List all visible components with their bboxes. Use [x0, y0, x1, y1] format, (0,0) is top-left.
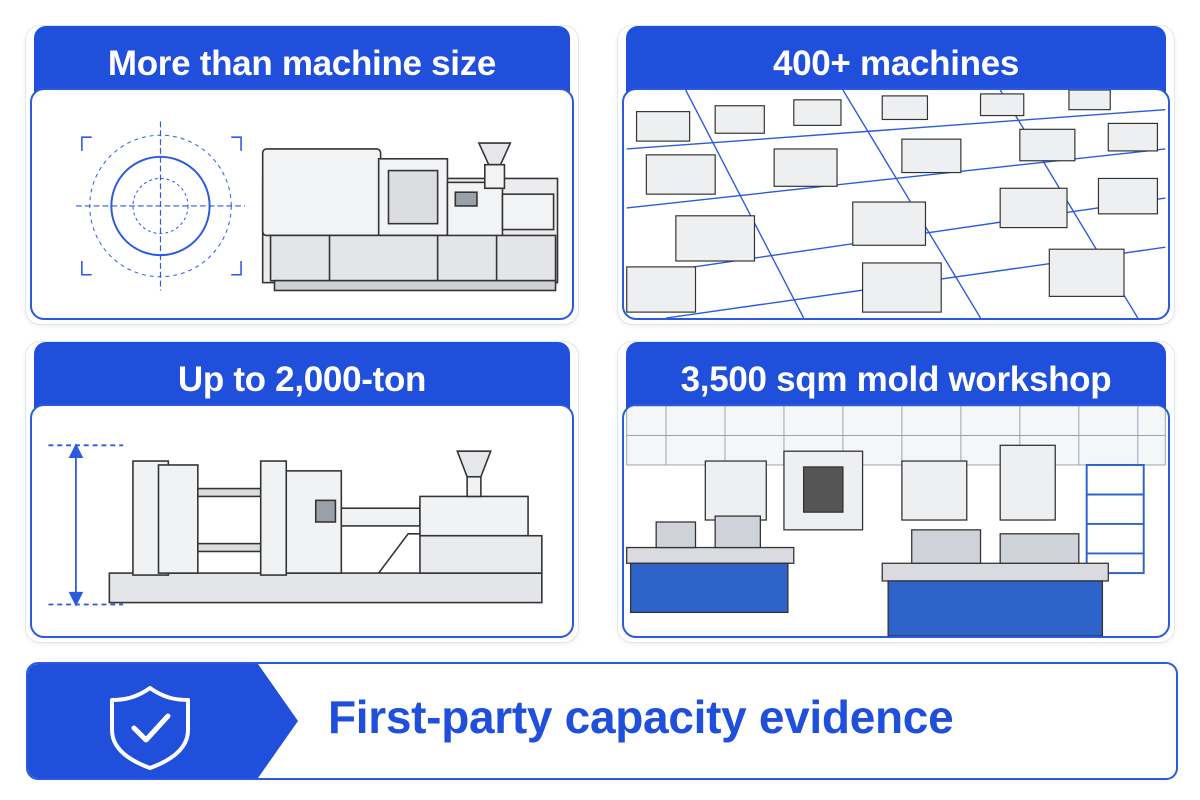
- height-arrow-icon: [48, 443, 124, 607]
- machine-icon: [261, 142, 559, 292]
- card-title: Up to 2,000-ton: [177, 360, 427, 399]
- footer-tagline: First-party capacity evidence: [328, 691, 954, 743]
- machines-grid: [626, 90, 1159, 313]
- workshop-windows: [626, 406, 1166, 466]
- factory-floor-illustration: [626, 90, 1166, 318]
- large-machine-illustration: [48, 443, 543, 607]
- workbench-right: [881, 529, 1109, 636]
- card-illustration: [30, 404, 574, 638]
- cnc-machines: [704, 444, 1056, 531]
- tool-rack: [1085, 463, 1145, 575]
- card-title: 400+ machines: [772, 44, 1020, 83]
- target-icon: [75, 121, 245, 291]
- card-illustration: [622, 404, 1170, 638]
- injection-machine-illustration: [75, 121, 559, 292]
- card-illustration: [30, 88, 574, 320]
- card-title: More than machine size: [107, 44, 497, 83]
- card-title: 3,500 sqm mold workshop: [680, 360, 1112, 399]
- shield-check-icon: [28, 664, 298, 778]
- machine-icon: [108, 450, 543, 604]
- card-mold-workshop: 3,500 sqm mold workshop: [618, 342, 1174, 642]
- card-tonnage: Up to 2,000-ton: [26, 342, 578, 642]
- card-machine-count: 400+ machines: [618, 26, 1174, 324]
- workbench-left: [626, 515, 795, 614]
- workshop-illustration: [626, 406, 1166, 636]
- card-machine-size: More than machine size: [26, 26, 578, 324]
- footer-banner: First-party capacity evidence: [26, 662, 1178, 780]
- card-illustration: [622, 88, 1170, 320]
